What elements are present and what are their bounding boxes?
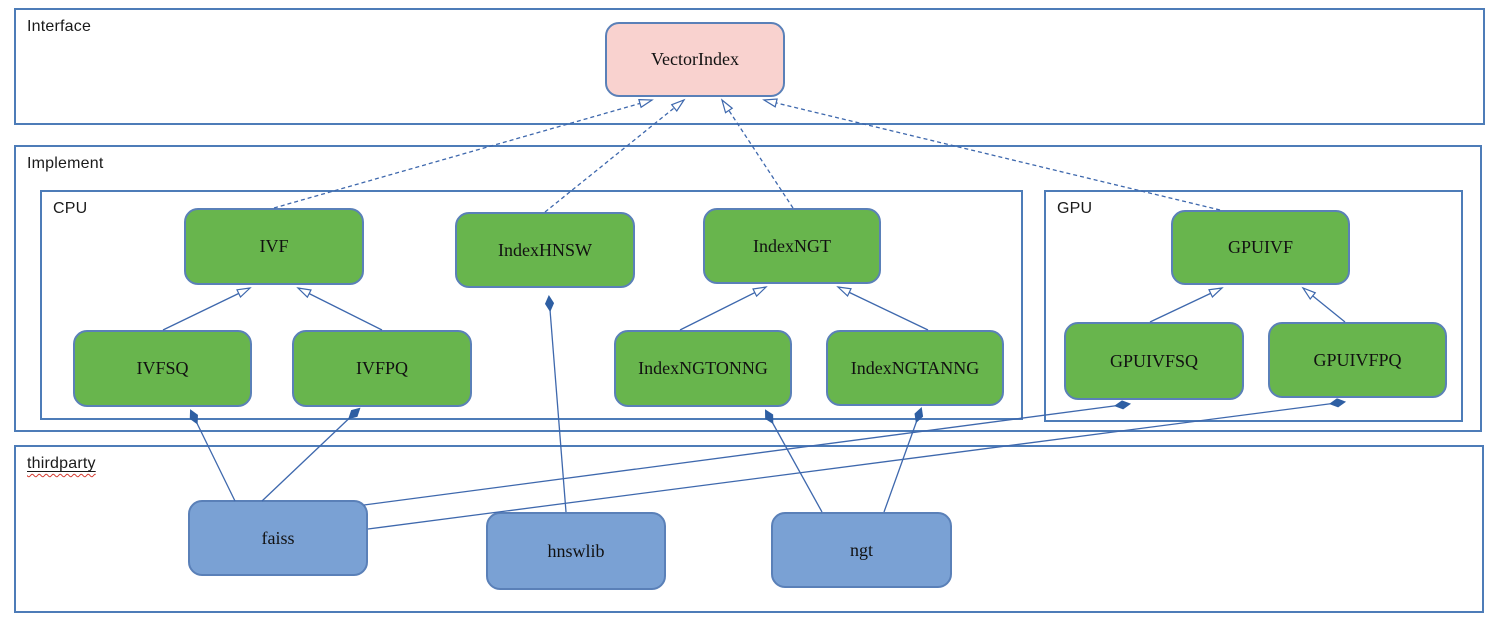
node-indexngt-label: IndexNGT xyxy=(753,235,831,256)
node-gpuivfsq-label: GPUIVFSQ xyxy=(1109,350,1199,371)
container-cpu-label: CPU xyxy=(53,200,88,217)
node-gpuivfsq[interactable]: GPUIVFSQ xyxy=(1064,322,1244,400)
node-indexngtanng-label: IndexNGTANNG xyxy=(850,357,980,378)
node-indexngtonng-label: IndexNGTONNG xyxy=(638,358,768,378)
container-thirdparty-label-text: thirdparty xyxy=(27,455,96,472)
node-faiss-label: faiss xyxy=(261,527,295,548)
container-interface-label: Interface xyxy=(27,18,92,35)
node-ngt[interactable]: ngt xyxy=(771,512,952,588)
node-ivfsq-label: IVFSQ xyxy=(136,358,189,378)
node-gpuivfpq-label: GPUIVFPQ xyxy=(1313,349,1402,370)
node-ivfpq-label: IVFPQ xyxy=(355,358,408,378)
node-gpuivf[interactable]: GPUIVF xyxy=(1171,210,1350,285)
node-gpuivf-label: GPUIVF xyxy=(1227,237,1293,257)
node-indexngt[interactable]: IndexNGT xyxy=(703,208,881,284)
node-indexhnsw[interactable]: IndexHNSW xyxy=(455,212,635,288)
container-gpu-label: GPU xyxy=(1057,200,1093,217)
container-implement-label: Implement xyxy=(27,155,104,172)
node-ivfsq[interactable]: IVFSQ xyxy=(73,330,252,407)
node-indexhnsw-label: IndexHNSW xyxy=(498,239,592,260)
node-indexngtonng[interactable]: IndexNGTONNG xyxy=(614,330,792,407)
node-vectorindex-label: VectorIndex xyxy=(651,49,739,69)
container-thirdparty-label: thirdparty xyxy=(27,455,96,473)
node-ngt-label: ngt xyxy=(849,539,873,560)
node-vectorindex[interactable]: VectorIndex xyxy=(605,22,785,97)
node-ivfpq[interactable]: IVFPQ xyxy=(292,330,472,407)
node-gpuivfpq[interactable]: GPUIVFPQ xyxy=(1268,322,1447,398)
node-hnswlib-label: hnswlib xyxy=(547,540,605,561)
node-indexngtanng[interactable]: IndexNGTANNG xyxy=(826,330,1004,406)
node-faiss[interactable]: faiss xyxy=(188,500,368,576)
node-hnswlib[interactable]: hnswlib xyxy=(486,512,666,590)
node-ivf[interactable]: IVF xyxy=(184,208,364,285)
node-ivf-label: IVF xyxy=(259,236,289,256)
